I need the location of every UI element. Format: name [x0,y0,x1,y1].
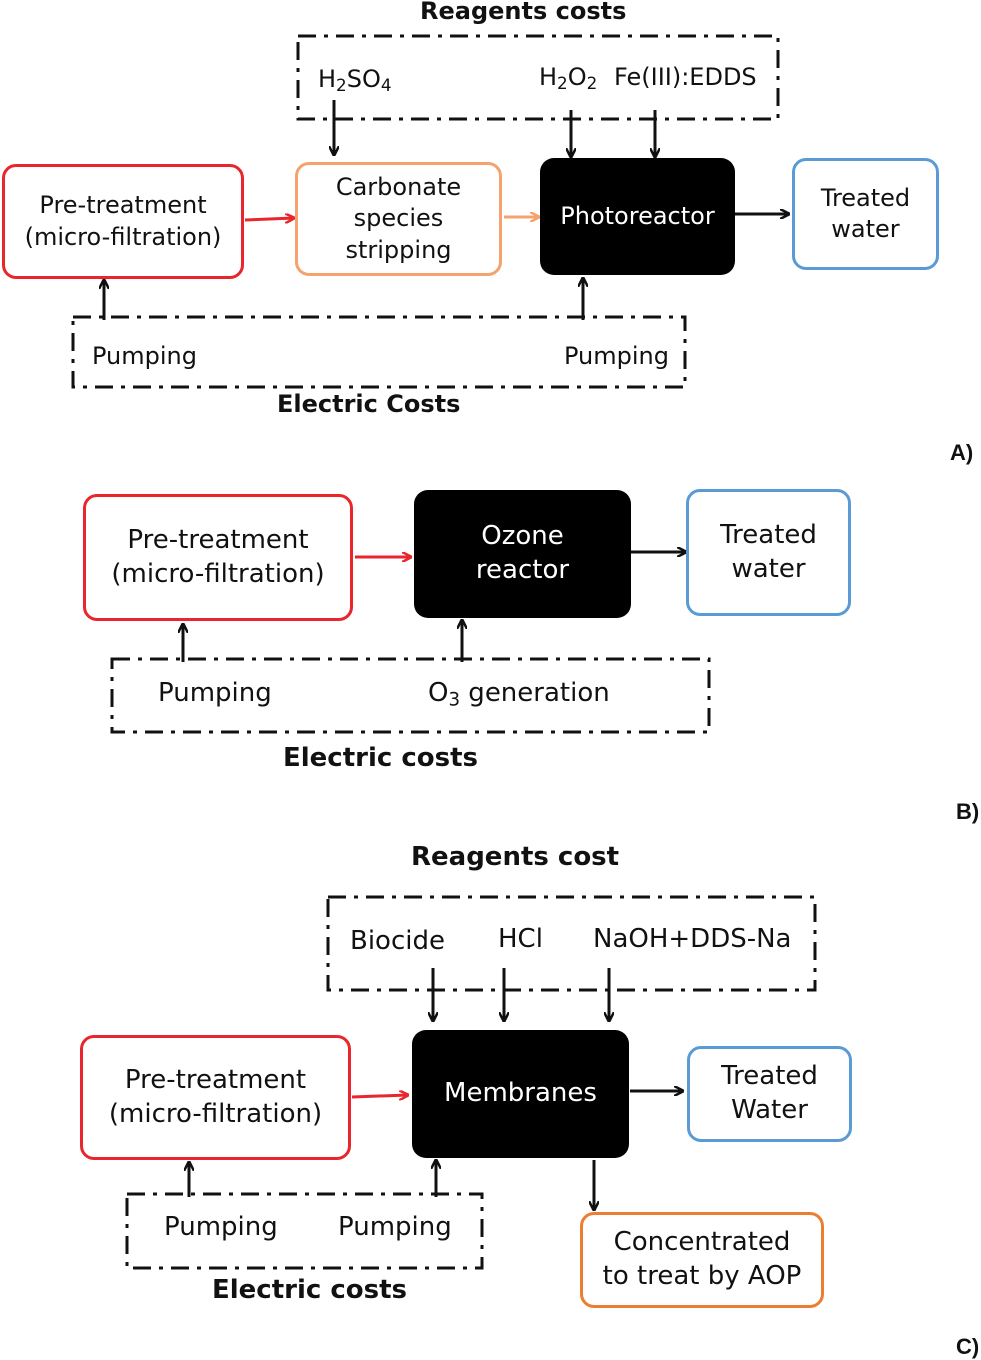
photoreactor-label: Photoreactor [560,201,715,230]
reagent-hcl: HCl [498,924,543,954]
treated-line2-a: water [831,215,900,243]
arrow-pretreatment-to-membranes [351,1095,408,1097]
treated-line1-a: Treated [820,183,911,212]
pretreatment-line2-b: (micro-filtration) [111,558,325,589]
treated-line1-c: Treated [721,1061,818,1092]
reagents-costs-frame-a [296,34,780,121]
pumping-right-a: Pumping [564,342,669,370]
carbonate-line1: Carbonate [335,173,462,202]
concentrated-aop-box: Concentrated to treat by AOP [580,1212,824,1308]
pretreatment-line1-a: Pre-treatment [39,191,207,220]
concentrated-line2: to treat by AOP [602,1261,802,1291]
pumping-left-c: Pumping [164,1212,278,1242]
ozone-line2: reactor [475,555,570,585]
concentrated-line1: Concentrated [613,1227,791,1258]
reagent-biocide: Biocide [350,926,445,956]
electric-costs-title-c: Electric costs [212,1275,407,1305]
pretreatment-line1-b: Pre-treatment [127,524,309,555]
pretreatment-box-b: Pre-treatment (micro-filtration) [83,494,353,621]
carbonate-line3: stripping [345,235,452,264]
panel-tag-c: C) [956,1334,980,1359]
electric-costs-title-b: Electric costs [283,743,478,773]
reagent-fe-edds: Fe(III):EDDS [614,63,757,91]
electric-costs-title-a: Electric Costs [277,390,461,418]
reagent-h2o2: H2O2 [539,63,598,94]
pretreatment-box-a: Pre-treatment (micro-filtration) [2,164,244,279]
pretreatment-line2-c: (micro-filtration) [108,1098,323,1129]
reagents-cost-frame-c [326,895,817,992]
o3-generation: O3 generation [428,678,610,711]
reagents-cost-title-c: Reagents cost [411,842,620,872]
photoreactor-box: Photoreactor [540,158,735,275]
membranes-box: Membranes [412,1030,629,1158]
ozone-reactor-box: Ozone reactor [414,490,631,618]
pretreatment-line2-a: (micro-filtration) [24,222,222,251]
panel-tag-b: B) [956,799,980,824]
pumping-left-a: Pumping [92,342,197,370]
pumping-right-c: Pumping [338,1212,452,1242]
reagent-naoh-dds: NaOH+DDS-Na [593,924,792,954]
pretreatment-line1-c: Pre-treatment [124,1064,307,1095]
panel-tag-a: A) [950,440,974,465]
carbonate-line2: species [353,204,444,233]
carbonate-stripping-box: Carbonate species stripping [295,162,502,276]
reagents-costs-title-a: Reagents costs [420,0,627,25]
ozone-line1: Ozone [481,521,564,552]
treated-line1-b: Treated [720,519,817,550]
electric-costs-frame-a [71,315,687,389]
arrow-pretreatment-to-carbonate [244,218,294,220]
membranes-label: Membranes [444,1078,597,1109]
treated-water-box-a: Treated water [792,158,939,270]
pumping-b: Pumping [158,678,272,708]
treated-water-box-b: Treated water [686,489,851,616]
reagent-h2so4: H2SO4 [318,65,392,96]
pretreatment-box-c: Pre-treatment (micro-filtration) [80,1035,351,1160]
electric-costs-frame-c [125,1192,484,1270]
treated-water-box-c: Treated Water [687,1046,852,1142]
treated-line2-c: Water [731,1095,808,1125]
treated-line2-b: water [731,553,806,584]
electric-costs-frame-b [110,657,711,734]
